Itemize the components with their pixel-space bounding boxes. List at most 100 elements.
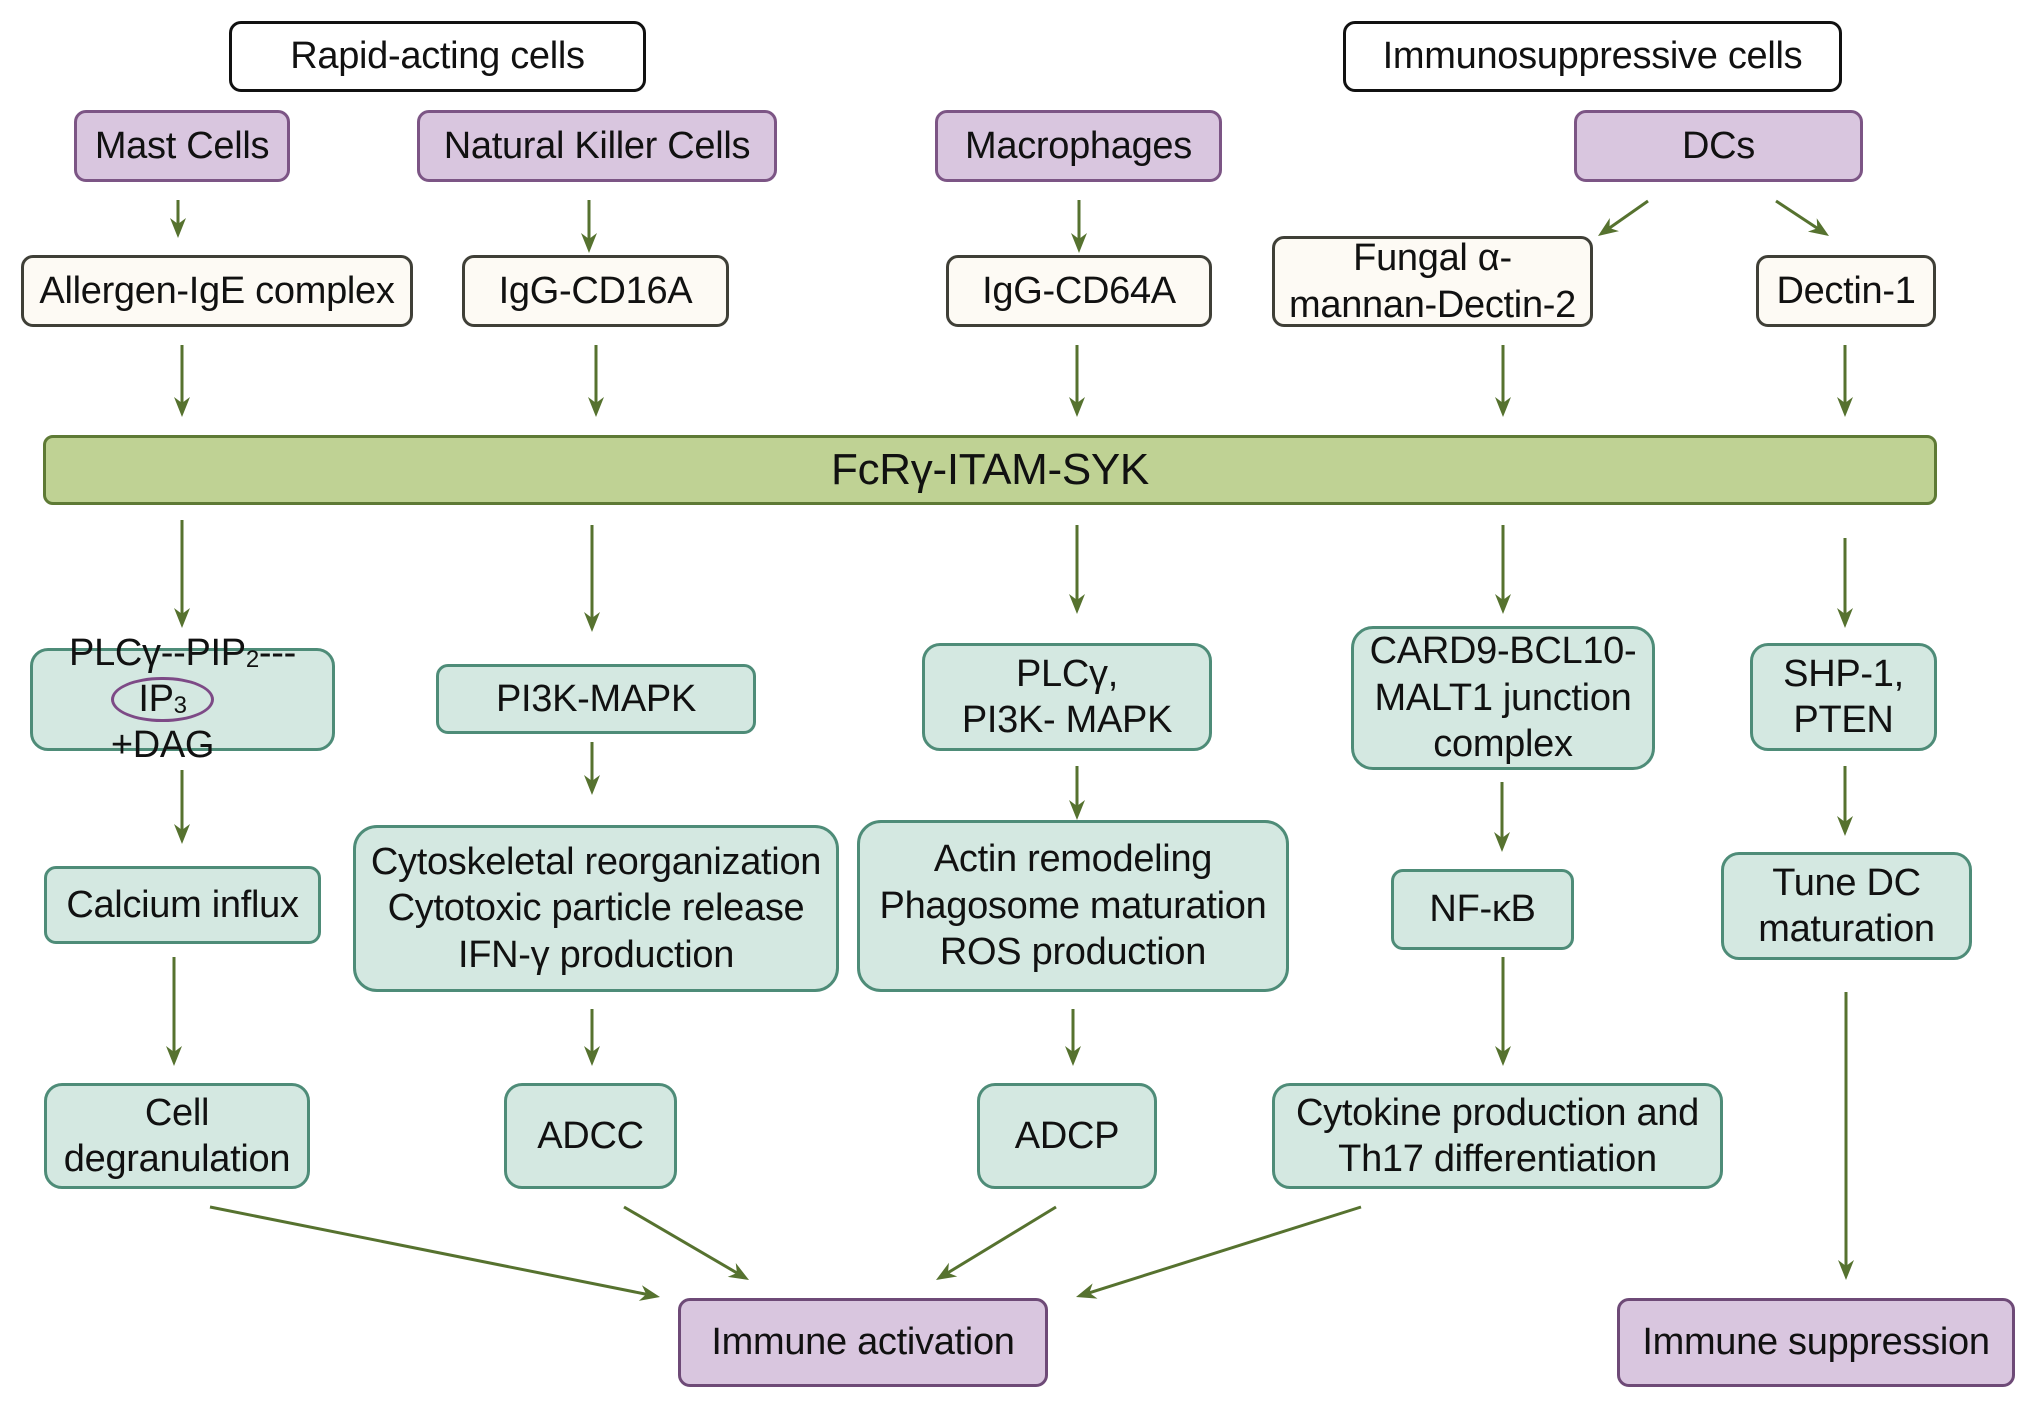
arrow-shaft <box>1775 199 1819 230</box>
plcg-pip-text: PLCγ--PIP <box>69 632 246 675</box>
mast-cells-node: Mast Cells <box>74 110 290 182</box>
nk-cells-label: Natural Killer Cells <box>443 124 751 167</box>
shp1-line1: SHP-1, <box>1783 652 1904 695</box>
arrow-cd16a-to-bar <box>588 345 604 417</box>
degranulation-line1: Cell <box>144 1091 210 1134</box>
dashes-text: --- <box>258 632 296 675</box>
adcp-node: ADCP <box>977 1083 1157 1189</box>
card9-complex-node: CARD9-BCL10- MALT1 junction complex <box>1351 626 1655 770</box>
arrow-head <box>170 218 186 238</box>
arrow-head <box>1065 1046 1081 1066</box>
immune-activation-node: Immune activation <box>678 1298 1048 1387</box>
arrow-adcc-to-activation <box>623 1205 749 1280</box>
dectin-2-node: Fungal α- mannan-Dectin-2 <box>1272 236 1593 327</box>
dectin-2-label-line1: Fungal α- <box>1353 237 1512 280</box>
macrophage-effects-node: Actin remodeling Phagosome maturation RO… <box>857 820 1289 992</box>
arrow-bar-to-pi3k <box>584 525 600 632</box>
ip3-subscript: 3 <box>173 691 187 719</box>
arrow-nk-to-cd16a <box>581 200 597 253</box>
arrow-head <box>174 397 190 417</box>
arrow-head <box>1807 218 1829 236</box>
arrow-mast-to-allergen <box>170 200 186 238</box>
mast-cells-label: Mast Cells <box>94 124 270 167</box>
arrow-bar-to-shp1 <box>1837 538 1853 628</box>
arrow-plc-to-calcium <box>174 770 190 844</box>
pi3k-mapk-label: PI3K-MAPK <box>495 677 697 720</box>
nfkb-node: NF-κB <box>1391 869 1574 950</box>
arrow-cytokine-to-activation <box>1076 1205 1362 1299</box>
igg-cd64a-label: IgG-CD64A <box>982 269 1176 312</box>
arrow-head <box>1071 233 1087 253</box>
adcc-node: ADCC <box>504 1083 677 1189</box>
nk-effects-line2: Cytotoxic particle release <box>387 887 805 930</box>
plcg-pi3k-line1: PLCγ, <box>1016 652 1118 695</box>
tune-dc-line1: Tune DC <box>1772 861 1921 904</box>
arrow-mac-to-cd64a <box>1071 200 1087 253</box>
arrow-head <box>638 1285 660 1301</box>
plcg-pi3k-line2: PI3K- MAPK <box>961 699 1173 741</box>
arrow-head <box>1838 1260 1854 1280</box>
arrow-head <box>936 1262 958 1280</box>
immune-activation-label: Immune activation <box>711 1321 1015 1364</box>
arrow-tune-to-suppression <box>1838 992 1854 1280</box>
arrow-head <box>1598 217 1619 236</box>
arrow-shp1-to-tune <box>1837 766 1853 836</box>
nfkb-label: NF-κB <box>1429 888 1536 931</box>
arrow-head <box>1495 1046 1511 1066</box>
arrow-head <box>166 1046 182 1066</box>
arrow-calcium-to-degran <box>166 957 182 1066</box>
arrow-shaft <box>1088 1205 1362 1295</box>
card9-line2: MALT1 junction <box>1374 676 1632 719</box>
arrow-bar-to-card9 <box>1495 525 1511 614</box>
arrow-head <box>1495 594 1511 614</box>
card9-line1: CARD9-BCL10- <box>1369 630 1637 673</box>
arrow-card9-to-nfkb <box>1494 782 1510 852</box>
arrow-head <box>727 1263 749 1280</box>
arrow-head <box>174 608 190 628</box>
arrow-head <box>1069 397 1085 417</box>
fcrg-itam-syk-bar: FcRγ-ITAM-SYK <box>43 435 1937 505</box>
calcium-influx-node: Calcium influx <box>44 866 321 944</box>
cell-degranulation-node: Cell degranulation <box>44 1083 310 1189</box>
arrow-head <box>1076 1283 1098 1299</box>
arrow-head <box>1837 397 1853 417</box>
arrow-cd64a-to-bar <box>1069 345 1085 417</box>
dcs-label: DCs <box>1682 124 1755 167</box>
nk-effects-node: Cytoskeletal reorganization Cytotoxic pa… <box>353 825 839 992</box>
card9-line3: complex <box>1433 723 1573 766</box>
rapid-acting-cells-header: Rapid-acting cells <box>229 21 646 92</box>
arrow-dectin2-to-bar <box>1495 345 1511 417</box>
immune-suppression-node: Immune suppression <box>1617 1298 2015 1387</box>
arrow-head <box>174 824 190 844</box>
arrow-dectin1-to-bar <box>1837 345 1853 417</box>
dectin-2-label-line2: mannan-Dectin-2 <box>1289 283 1576 326</box>
arrow-nkeff-to-adcc <box>584 1009 600 1066</box>
fcrg-itam-syk-label: FcRγ-ITAM-SYK <box>831 445 1149 495</box>
arrow-plcpi3k-to-maceff <box>1069 766 1085 820</box>
arrow-head <box>1837 608 1853 628</box>
arrow-bar-to-plcpi3k <box>1069 525 1085 614</box>
arrow-allergen-to-bar <box>174 345 190 417</box>
macrophage-effects-line2: Phagosome maturation <box>879 884 1267 927</box>
arrow-head <box>1837 816 1853 836</box>
rapid-acting-cells-label: Rapid-acting cells <box>290 35 585 78</box>
arrow-head <box>1069 594 1085 614</box>
tune-dc-line2: maturation <box>1758 908 1935 950</box>
arrow-adcp-to-activation <box>936 1205 1057 1280</box>
macrophages-node: Macrophages <box>935 110 1222 182</box>
macrophage-effects-line1: Actin remodeling <box>933 838 1213 881</box>
arrow-bar-to-plc <box>174 520 190 628</box>
pi3k-mapk-node: PI3K-MAPK <box>436 664 756 734</box>
nk-effects-line3: IFN-γ production <box>457 933 735 976</box>
cytokine-th17-node: Cytokine production and Th17 differentia… <box>1272 1083 1723 1189</box>
arrow-degran-to-activation <box>209 1205 660 1301</box>
arrow-head <box>1495 397 1511 417</box>
arrow-shaft <box>623 1205 738 1275</box>
arrow-head <box>1069 800 1085 820</box>
immunosuppressive-cells-header: Immunosuppressive cells <box>1343 21 1842 92</box>
shp1-line2: PTEN <box>1793 699 1894 741</box>
cytokine-line1: Cytokine production and <box>1296 1091 1699 1134</box>
pip-subscript: 2 <box>245 646 259 674</box>
arrow-head <box>1494 832 1510 852</box>
arrow-maceff-to-adcp <box>1065 1009 1081 1066</box>
